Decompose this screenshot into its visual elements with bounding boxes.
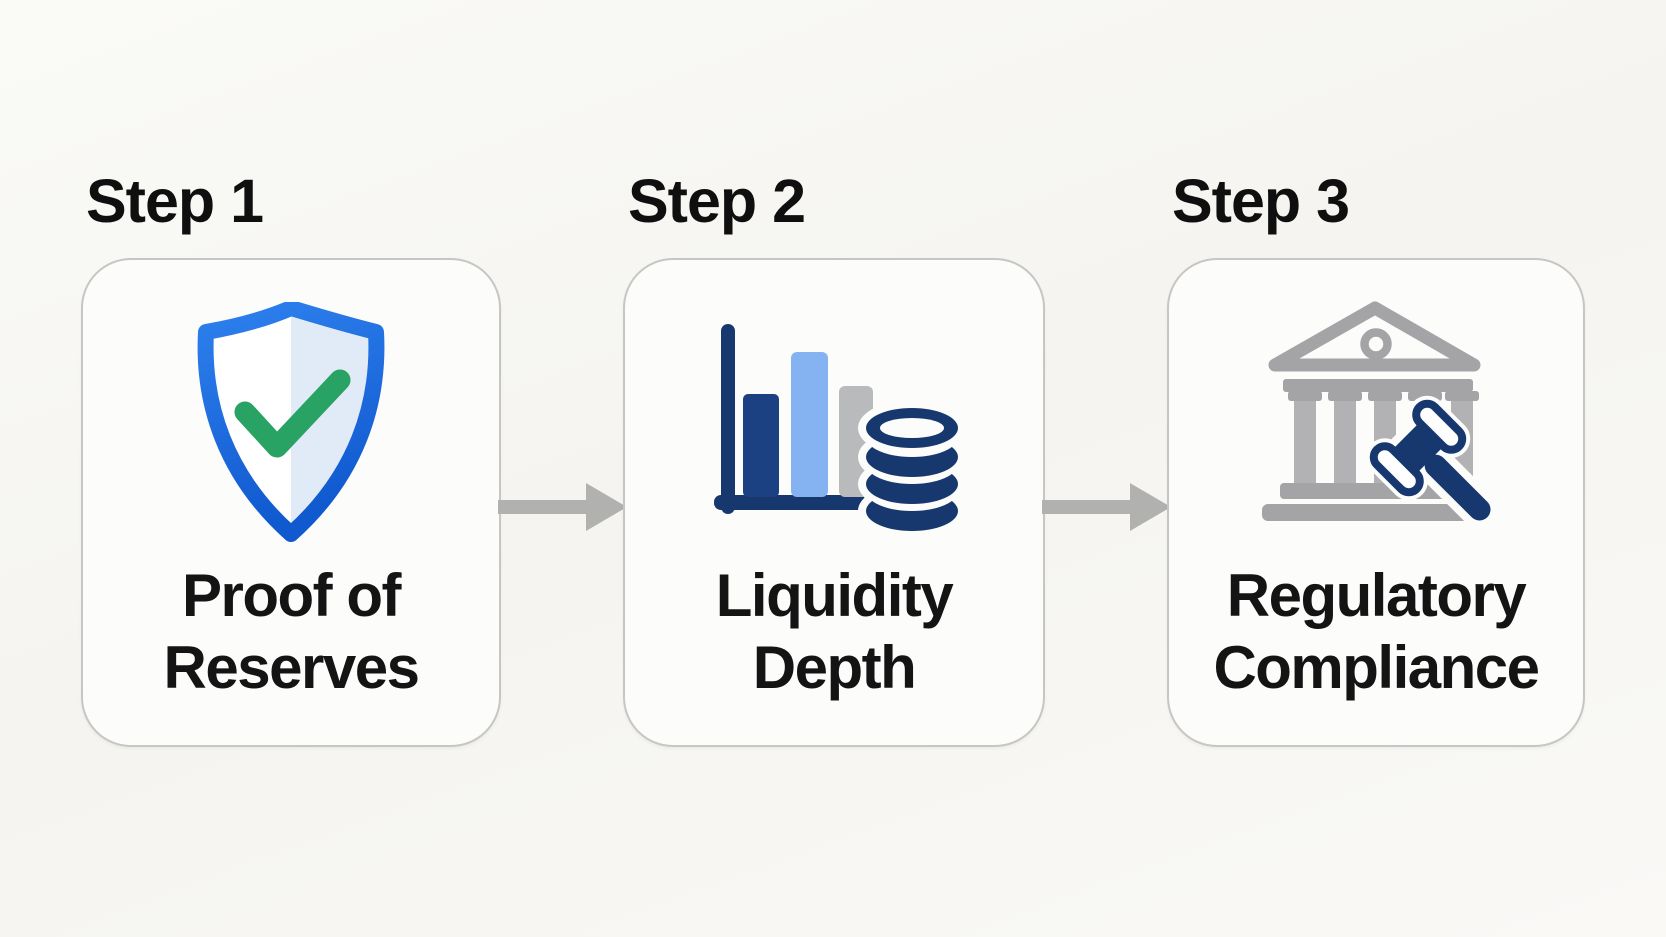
chart-bars [743,352,873,497]
bank-gavel-icon [1262,301,1499,529]
title-line: Liquidity [715,562,954,629]
shield-right-tint [291,312,373,526]
arrow-step1-to-step2-icon [498,483,627,531]
regulatory-compliance-title: Regulatory Compliance [1169,560,1583,704]
liquidity-depth-card: Liquidity Depth [623,258,1045,747]
gavel [1369,399,1491,521]
arrow-step2-to-step3-icon [1042,483,1171,531]
regulatory-compliance-card: Regulatory Compliance [1167,258,1585,747]
proof-of-reserves-title: Proof of Reserves [83,560,499,704]
liquidity-depth-title: Liquidity Depth [625,560,1043,704]
title-line: Reserves [163,634,420,701]
shield-check-icon [197,302,385,542]
proof-of-reserves-card: Proof of Reserves [81,258,501,747]
check-mark [234,369,351,458]
step-3-label: Step 3 [1172,167,1350,235]
coin-stack [866,408,958,531]
bar-chart-coins-icon [714,324,966,533]
title-line: Regulatory [1226,562,1527,629]
title-line: Compliance [1213,634,1540,701]
step-3-group: Step 3 [1167,170,1585,747]
shield-outline [197,302,385,542]
step-1-group: Step 1 Proof of Reserves [81,170,501,747]
step-1-label: Step 1 [86,167,264,235]
step-2-group: Step 2 [623,170,1045,747]
title-line: Proof of [182,562,401,629]
step-2-label: Step 2 [628,167,806,235]
title-line: Depth [752,634,917,701]
chart-axes [714,324,866,514]
